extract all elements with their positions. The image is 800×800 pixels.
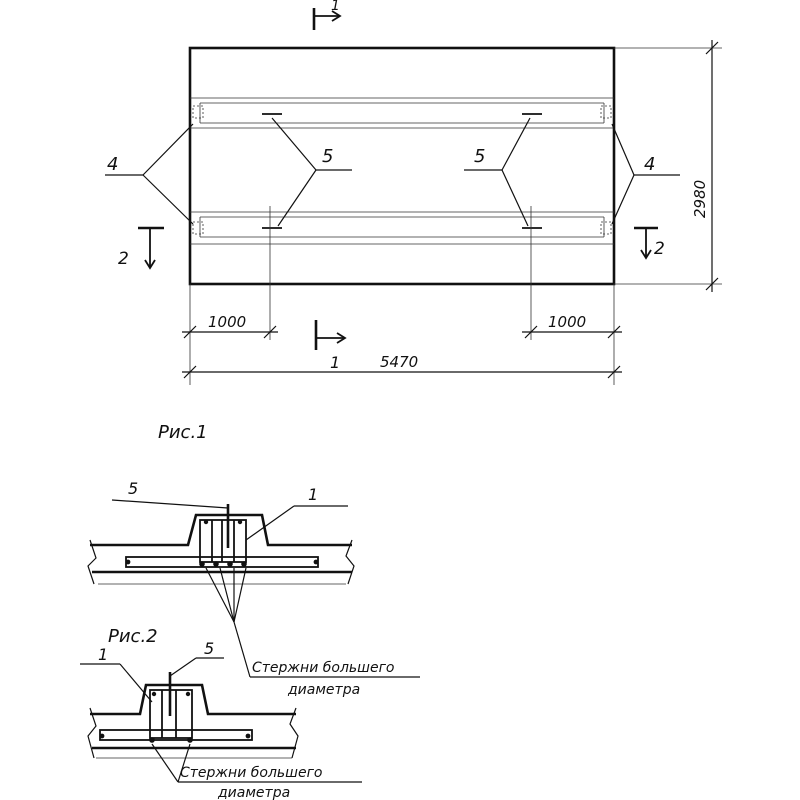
leader-5-left [271, 117, 352, 227]
upper-note-line2: диаметра [287, 682, 360, 698]
dim-height-value: 2980 [691, 180, 709, 218]
section-mark-1-top [312, 8, 342, 30]
section-mark-1-bottom [314, 320, 347, 350]
dim-total-line [182, 365, 622, 379]
leader-5-right [464, 117, 531, 227]
upper-label-1: 1 [308, 485, 318, 504]
leader-4-right [611, 123, 680, 225]
figure-2-lower-section: 1 5 Стержни большего диаметра [80, 639, 362, 800]
upper-note-line1: Стержни большего [252, 660, 395, 676]
section-mark-2-right [634, 226, 658, 260]
label-4-right: 4 [644, 154, 655, 175]
lower-note-line1: Стержни большего [180, 765, 323, 781]
embedded-plates [192, 105, 612, 235]
lower-note-line2: диаметра [217, 785, 290, 800]
figure-1-caption: Рис.1 [158, 422, 208, 443]
upper-label-5: 5 [128, 479, 138, 498]
slab-outline [188, 46, 616, 286]
dim-chain-line [182, 284, 622, 385]
leader-4-left [105, 123, 194, 225]
lower-label-5: 5 [204, 639, 214, 658]
lower-label-1: 1 [98, 645, 108, 664]
figure-2-caption: Рис.2 [108, 626, 158, 647]
lower-rib [190, 211, 614, 245]
dim-right-value: 1000 [548, 313, 586, 331]
upper-rib [190, 97, 614, 129]
section-2-left-number: 2 [118, 249, 129, 269]
figure-1-plan: 4 4 5 5 1 [105, 0, 722, 443]
label-4-left: 4 [107, 154, 118, 175]
section-mark-2-left [138, 226, 164, 270]
label-5-right: 5 [474, 146, 485, 167]
dim-left-value: 1000 [208, 313, 246, 331]
dim-height-line [614, 40, 722, 292]
figure-2-upper-section: 5 1 Стержни большего диаметра [87, 479, 420, 698]
section-1-top-number: 1 [331, 0, 340, 14]
section-1-bottom-number: 1 [330, 353, 340, 372]
lifting-loops [262, 113, 542, 229]
label-5-left: 5 [322, 146, 333, 167]
dim-total-value: 5470 [380, 353, 418, 371]
lower-section-profile [90, 683, 296, 716]
section-2-right-number: 2 [654, 239, 665, 259]
